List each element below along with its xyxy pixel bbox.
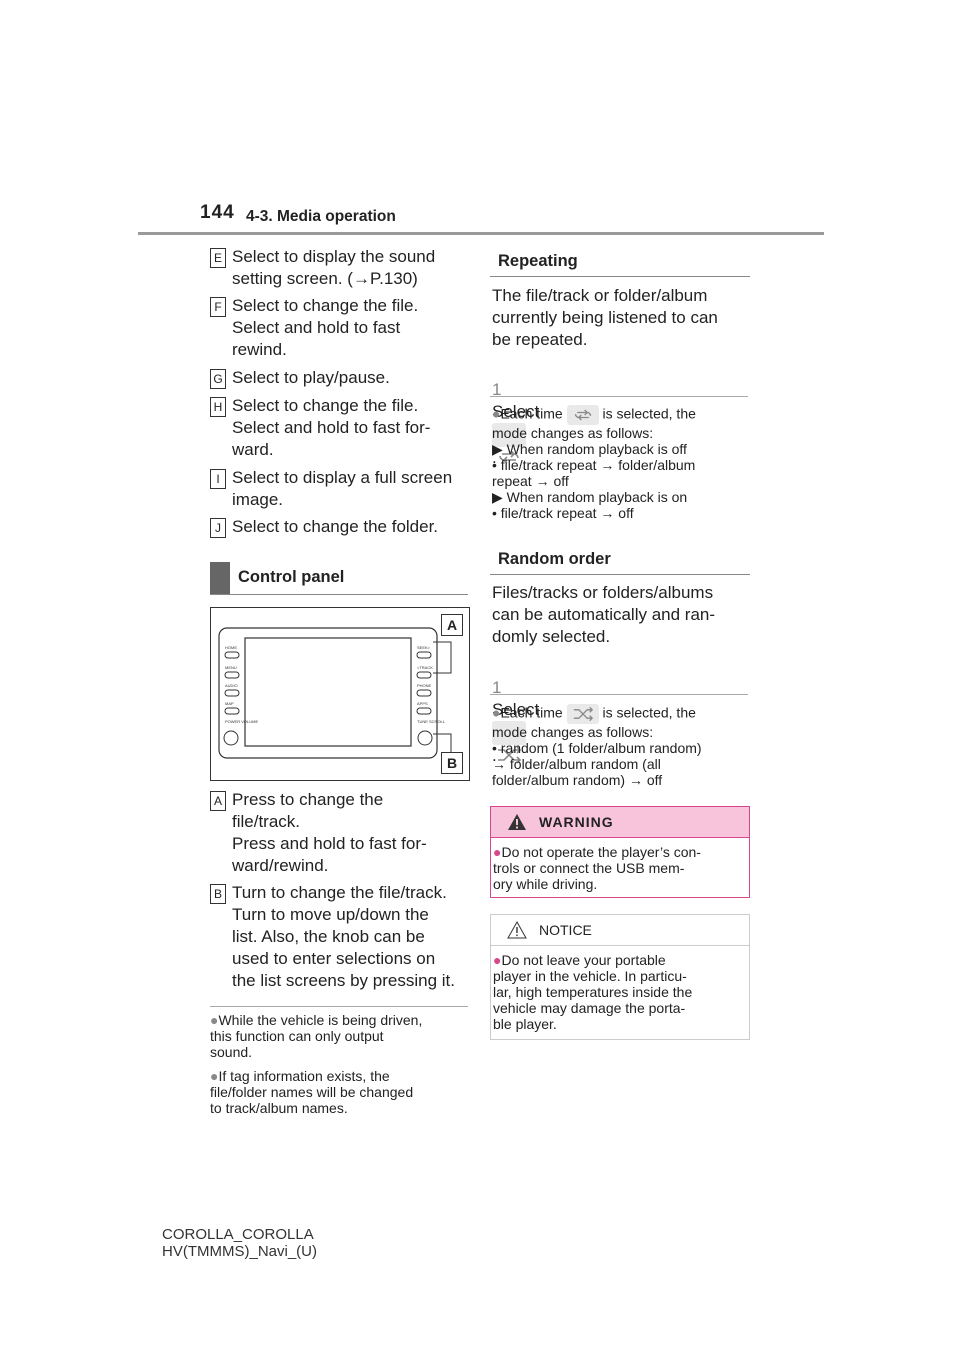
heading-label: Random order bbox=[498, 550, 611, 568]
repeating-step: 1 Select . bbox=[492, 357, 539, 469]
footer-model: COROLLA_COROLLA HV(TMMMS)_Navi_(U) bbox=[162, 1226, 317, 1260]
item-f: F Select to change the file. Select and … bbox=[210, 295, 472, 361]
warning-title: WARNING bbox=[539, 814, 614, 830]
note-driving: ●While the vehicle is being driven, this… bbox=[210, 1012, 423, 1060]
item-badge: H bbox=[210, 397, 226, 417]
btn-label: AUDIO bbox=[225, 683, 238, 688]
warning-box: WARNING ●Do not operate the player’s con… bbox=[490, 806, 750, 898]
repeating-heading: Repeating bbox=[490, 244, 750, 277]
section-title: 4-3. Media operation bbox=[246, 208, 396, 225]
item-g: G Select to play/pause. bbox=[210, 367, 472, 389]
btn-label: MAP bbox=[225, 701, 234, 706]
step-end: . bbox=[492, 746, 497, 765]
item-i: I Select to display a full screen image. bbox=[210, 467, 472, 511]
repeat-icon bbox=[499, 450, 519, 464]
repeating-note: ●Each time is selected, the mode changes… bbox=[492, 405, 696, 521]
step-number: 1 bbox=[492, 678, 502, 697]
repeat-icon-inline bbox=[566, 405, 599, 425]
step-number: 1 bbox=[492, 380, 502, 399]
warning-icon bbox=[508, 814, 526, 830]
repeating-separator bbox=[490, 396, 748, 397]
heading-bar bbox=[210, 562, 230, 594]
page-number: 144 bbox=[200, 202, 235, 223]
item-text: Select to display the sound setting scre… bbox=[232, 247, 436, 288]
btn-label: PHONE bbox=[417, 683, 432, 688]
warning-text: ●Do not operate the player’s con- trols … bbox=[493, 844, 701, 892]
item-j: J Select to change the folder. bbox=[210, 516, 472, 538]
item-badge: E bbox=[210, 248, 226, 268]
notice-title: NOTICE bbox=[539, 922, 592, 938]
item-h: H Select to change the file. Select and … bbox=[210, 395, 472, 461]
step-end: . bbox=[492, 448, 497, 467]
item-badge: J bbox=[210, 518, 226, 538]
btn-label: HOME bbox=[225, 645, 237, 650]
item-badge: I bbox=[210, 469, 226, 489]
item-text: Select to play/pause. bbox=[232, 368, 390, 387]
btn-label: <TRACK bbox=[417, 665, 433, 670]
random-body: Files/tracks or folders/albums can be au… bbox=[492, 583, 716, 646]
btn-label: TUNE SCROLL bbox=[417, 719, 446, 724]
item-text: Select to display a full screen image. bbox=[232, 468, 453, 509]
shuffle-icon bbox=[498, 746, 522, 764]
item-badge: G bbox=[210, 369, 226, 389]
item-text: Select to change the file. Select and ho… bbox=[232, 396, 431, 459]
item-text: Turn to change the file/track. Turn to m… bbox=[232, 883, 455, 990]
heading-label: Control panel bbox=[238, 568, 345, 586]
heading-label: Repeating bbox=[498, 252, 578, 270]
item-text: Select to change the folder. bbox=[232, 517, 439, 536]
shuffle-icon-inline bbox=[566, 704, 599, 724]
notice-box: NOTICE ●Do not leave your portable playe… bbox=[490, 914, 750, 1040]
item-badge: B bbox=[210, 884, 226, 904]
btn-label: APPS bbox=[417, 701, 428, 706]
notice-header: NOTICE bbox=[491, 915, 749, 946]
item-text: Press to change the file/track. Press an… bbox=[232, 790, 427, 875]
item-badge: F bbox=[210, 297, 226, 317]
note-tag-info: ●If tag information exists, the file/fol… bbox=[210, 1068, 414, 1116]
random-step: 1 Select . bbox=[492, 655, 539, 767]
warning-header: WARNING bbox=[491, 807, 749, 838]
item-b: B Turn to change the file/track. Turn to… bbox=[210, 882, 472, 992]
repeating-body: The file/track or folder/album currently… bbox=[492, 286, 718, 349]
item-text: Select to change the file. Select and ho… bbox=[232, 296, 419, 359]
item-badge: A bbox=[210, 791, 226, 811]
panel-drawing: HOME MENU AUDIO MAP POWER VOLUME SEEK> <… bbox=[218, 627, 452, 759]
control-panel-illustration: HOME MENU AUDIO MAP POWER VOLUME SEEK> <… bbox=[210, 607, 470, 781]
btn-label: MENU bbox=[225, 665, 237, 670]
item-a: A Press to change the file/track. Press … bbox=[210, 789, 472, 877]
btn-label: SEEK> bbox=[417, 645, 431, 650]
notes-separator bbox=[210, 1006, 468, 1007]
step-text: Select bbox=[492, 700, 540, 719]
step-text: Select bbox=[492, 402, 540, 421]
callout-b: B bbox=[441, 752, 463, 774]
item-e: E Select to display the sound setting sc… bbox=[210, 246, 472, 290]
control-panel-heading: Control panel bbox=[210, 562, 468, 595]
repeat-button[interactable] bbox=[492, 423, 526, 464]
callout-a: A bbox=[441, 614, 463, 636]
random-button[interactable] bbox=[492, 721, 526, 764]
caution-icon bbox=[507, 921, 527, 939]
header-rule bbox=[138, 232, 824, 235]
random-note: ●Each time is selected, the mode changes… bbox=[492, 704, 702, 788]
notice-text: ●Do not leave your portable player in th… bbox=[493, 952, 693, 1032]
random-separator bbox=[490, 694, 748, 695]
random-heading: Random order bbox=[490, 542, 750, 575]
btn-label: POWER VOLUME bbox=[225, 719, 258, 724]
